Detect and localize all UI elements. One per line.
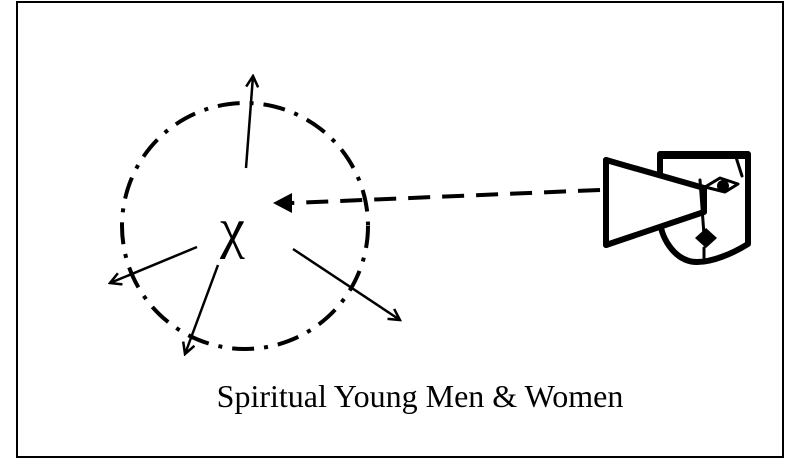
arrow-up	[244, 76, 253, 169]
face-with-megaphone-icon	[603, 151, 751, 265]
dash-dot-circle	[120, 101, 370, 351]
arrow-left	[110, 245, 198, 283]
arrow-down-left	[185, 264, 220, 354]
center-symbol: χ	[219, 198, 245, 260]
radiating-arrows	[110, 76, 400, 354]
dashed-arrow-head	[273, 193, 292, 213]
arrow-down-right	[292, 247, 400, 320]
diagram-caption: Spiritual Young Men & Women	[216, 378, 624, 414]
dashed-arrow	[291, 188, 601, 205]
